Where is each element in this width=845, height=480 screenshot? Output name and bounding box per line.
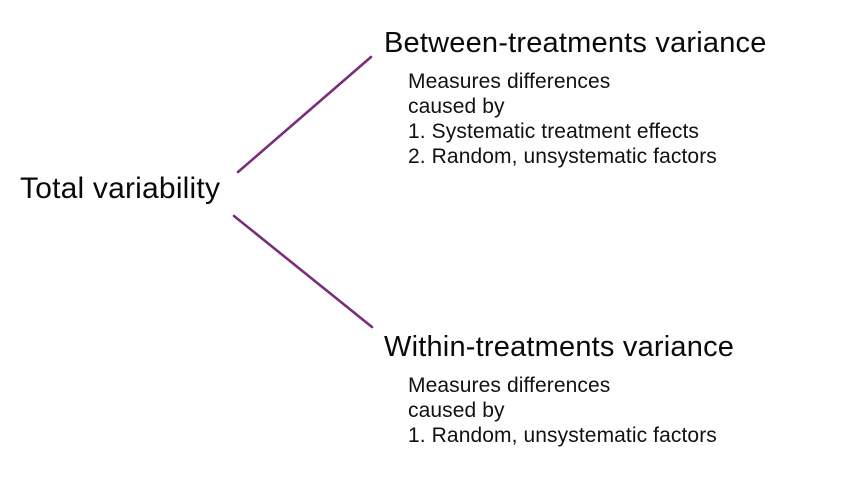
detail-line: Measures differences (408, 374, 611, 397)
root-node-total-variability: Total variability (20, 172, 221, 205)
detail-line: caused by (408, 95, 505, 118)
branch-within-treatments: Within-treatments variance Measures diff… (384, 330, 734, 448)
lower-branch-connector-line (232, 214, 374, 329)
detail-line: 1. Random, unsystematic factors (408, 424, 717, 447)
upper-branch-connector-line (236, 55, 373, 174)
branch-heading-within-treatments: Within-treatments variance (384, 331, 735, 363)
detail-line: caused by (408, 399, 505, 422)
detail-line: 1. Systematic treatment effects (408, 120, 699, 143)
branch-details-within-treatments: Measures differences caused by 1. Random… (408, 373, 734, 448)
branch-heading-between-treatments: Between-treatments variance (384, 27, 767, 59)
detail-line: 2. Random, unsystematic factors (408, 145, 717, 168)
branch-details-between-treatments: Measures differences caused by 1. System… (408, 69, 767, 169)
branch-between-treatments: Between-treatments variance Measures dif… (384, 26, 767, 169)
detail-line: Measures differences (408, 70, 611, 93)
